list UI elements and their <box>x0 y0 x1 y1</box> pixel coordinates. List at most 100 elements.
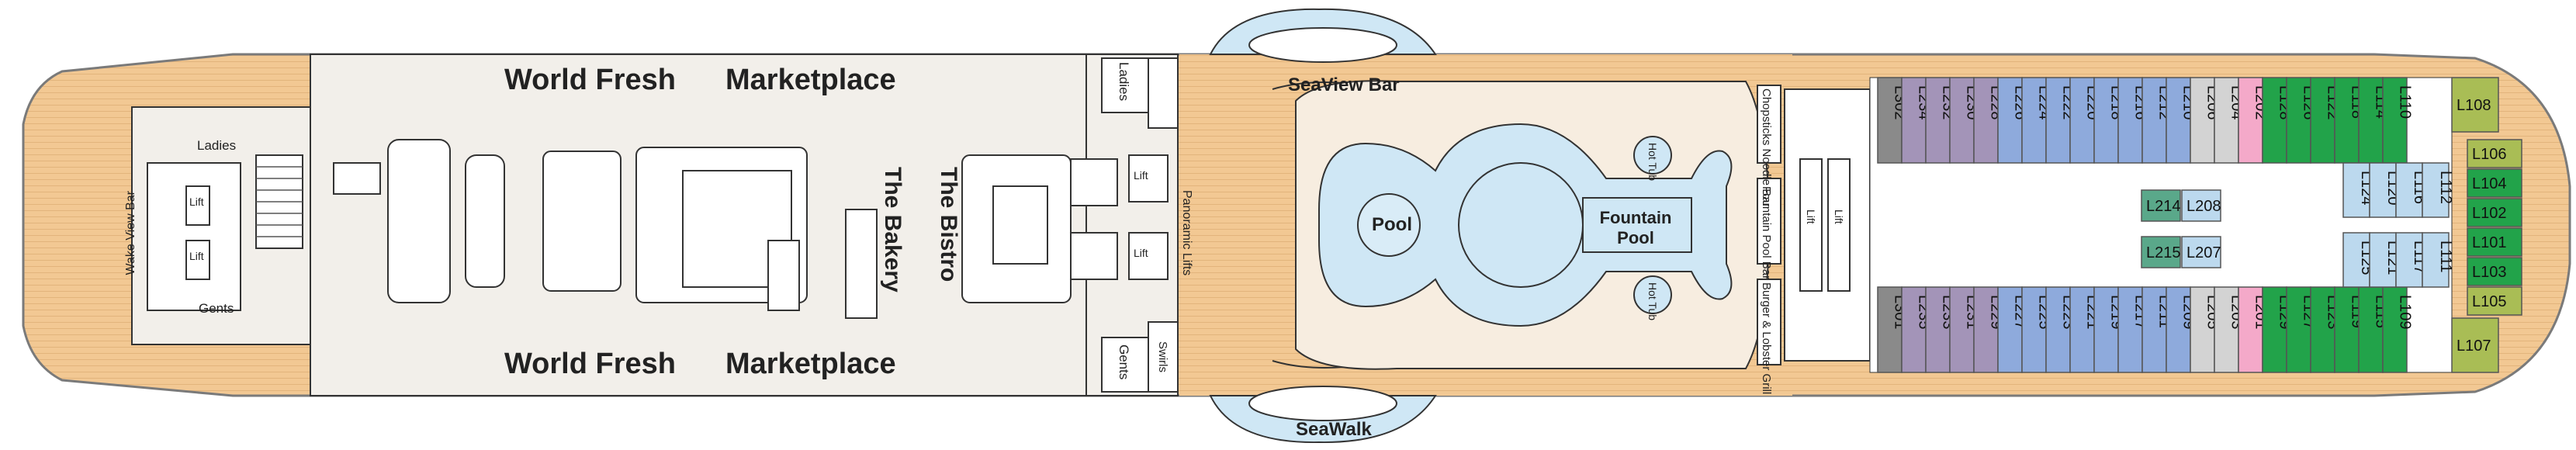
gents-mid-label: Gents <box>1117 344 1131 380</box>
chopsticks-noodle-bar-label: Chopsticks Noodle Bar <box>1760 88 1773 207</box>
cabin-l226 <box>1997 77 2023 164</box>
cabin-l105 <box>2467 286 2522 316</box>
pool-center <box>1458 162 1584 288</box>
hot-tub-bottom <box>1633 275 1672 314</box>
fountain-pool-bar-label: Fountain Pool Bar <box>1760 186 1773 280</box>
cabin-l215 <box>2141 236 2181 268</box>
pool-label: Pool <box>1372 214 1412 235</box>
cabin-l114 <box>2358 77 2384 164</box>
chopsticks-bar-structure <box>1757 85 1781 164</box>
pool-circle <box>1357 193 1421 257</box>
cabin-l216 <box>2117 77 2143 164</box>
cabin-l211 <box>2141 286 2167 373</box>
cabin-label-l104: L104 <box>2472 175 2507 192</box>
hot-tub-bottom-label: Hot Tub <box>1646 282 1659 321</box>
cabin-l119 <box>2334 286 2360 373</box>
cabin-l212 <box>2141 77 2167 164</box>
cabin-l101 <box>2467 227 2522 257</box>
aft-lift-block <box>147 154 303 311</box>
cabin-l127 <box>2286 286 2311 373</box>
marketplace-counters <box>333 139 1118 319</box>
marketplace-bottom-label: Marketplace <box>725 348 896 380</box>
cabin-l120 <box>2369 162 2397 218</box>
fountain-pool-bar-structure <box>1757 178 1781 265</box>
burger-grill-structure <box>1757 279 1781 365</box>
cabin-label-l208: L208 <box>2186 198 2221 215</box>
cabin-l102 <box>2467 198 2522 227</box>
ladies-aft-label: Ladies <box>197 138 237 153</box>
cabin-l231 <box>1949 286 1975 373</box>
hot-tub-top-label: Hot Tub <box>1646 143 1659 182</box>
seaview-bar-label: SeaView Bar <box>1288 74 1400 95</box>
cabin-l302 <box>1877 77 1903 164</box>
lift-label-fwd-2: Lift <box>1833 209 1845 224</box>
cabin-l125 <box>2342 232 2370 288</box>
lift-label-aft-1: Lift <box>189 196 204 208</box>
world-fresh-bottom-label: World Fresh <box>504 348 676 380</box>
cabin-label-l108: L108 <box>2457 97 2491 114</box>
cabin-l123 <box>2310 286 2335 373</box>
cabin-l109 <box>2382 286 2408 373</box>
burger-lobster-grill-label: Burger & Lobster Grill <box>1760 282 1773 395</box>
cabin-l112 <box>2422 162 2450 218</box>
cabin-label-l110: L110 <box>2397 85 2414 119</box>
wake-view-bar-label: Wake View Bar <box>124 191 137 275</box>
lift-label-mid-1: Lift <box>1134 169 1148 182</box>
cabin-l227 <box>1997 286 2023 373</box>
cabin-l108 <box>2451 77 2499 133</box>
cabin-l104 <box>2467 168 2522 198</box>
cabin-l228 <box>1973 77 1999 164</box>
cabin-l224 <box>2021 77 2047 164</box>
cabin-l207 <box>2181 236 2221 268</box>
world-fresh-top-label: World Fresh <box>504 64 676 96</box>
ladies-mid-label: Ladies <box>1117 62 1131 102</box>
cabin-l220 <box>2069 77 2095 164</box>
cabin-l209 <box>2166 286 2191 373</box>
mid-lift-lobby <box>1101 57 1179 393</box>
cabin-l201 <box>2238 286 2263 373</box>
cabin-l232 <box>1925 77 1951 164</box>
cabin-l118 <box>2334 77 2360 164</box>
cabin-l208 <box>2181 189 2221 222</box>
cabin-label-l215: L215 <box>2146 244 2181 261</box>
cabin-l218 <box>2093 77 2119 164</box>
cabin-l111 <box>2422 232 2450 288</box>
swirls-label: Swirls <box>1156 341 1169 372</box>
cabin-label-l101: L101 <box>2472 234 2507 251</box>
fountain-pool-label: Fountain Pool <box>1599 208 1672 248</box>
gents-aft-label: Gents <box>199 301 234 316</box>
cabin-l115 <box>2358 286 2384 373</box>
cabin-l223 <box>2045 286 2071 373</box>
seawalk-label: SeaWalk <box>1296 419 1372 440</box>
cabin-l103 <box>2467 257 2522 286</box>
lift-label-fwd-1: Lift <box>1805 209 1817 224</box>
the-bakery-label: The Bakery <box>880 167 905 292</box>
cabin-l221 <box>2069 286 2095 373</box>
cabin-l203 <box>2214 286 2239 373</box>
cabin-label-l103: L103 <box>2472 264 2507 281</box>
cabin-l116 <box>2395 162 2423 218</box>
the-bistro-label: The Bistro <box>936 167 961 282</box>
hot-tub-top <box>1633 136 1672 175</box>
cabin-l205 <box>2190 286 2215 373</box>
cabin-l206 <box>2190 77 2215 164</box>
cabin-l107 <box>2451 317 2499 373</box>
cabin-l234 <box>1901 77 1927 164</box>
cabin-l214 <box>2141 189 2181 222</box>
cabin-l230 <box>1949 77 1975 164</box>
cabin-label-l214: L214 <box>2146 198 2181 215</box>
cabin-l110 <box>2382 77 2408 164</box>
lift-label-aft-2: Lift <box>189 250 204 262</box>
cabin-label-l111: L111 <box>2437 241 2454 273</box>
marketplace-top-label: Marketplace <box>725 64 896 96</box>
cabin-label-l107: L107 <box>2457 338 2491 355</box>
cabin-label-l106: L106 <box>2472 146 2507 163</box>
cabin-l122 <box>2310 77 2335 164</box>
panoramic-lifts-label: Panoramic Lifts <box>1180 190 1193 276</box>
lift-label-mid-2: Lift <box>1134 247 1148 259</box>
cabin-l106 <box>2467 139 2522 168</box>
